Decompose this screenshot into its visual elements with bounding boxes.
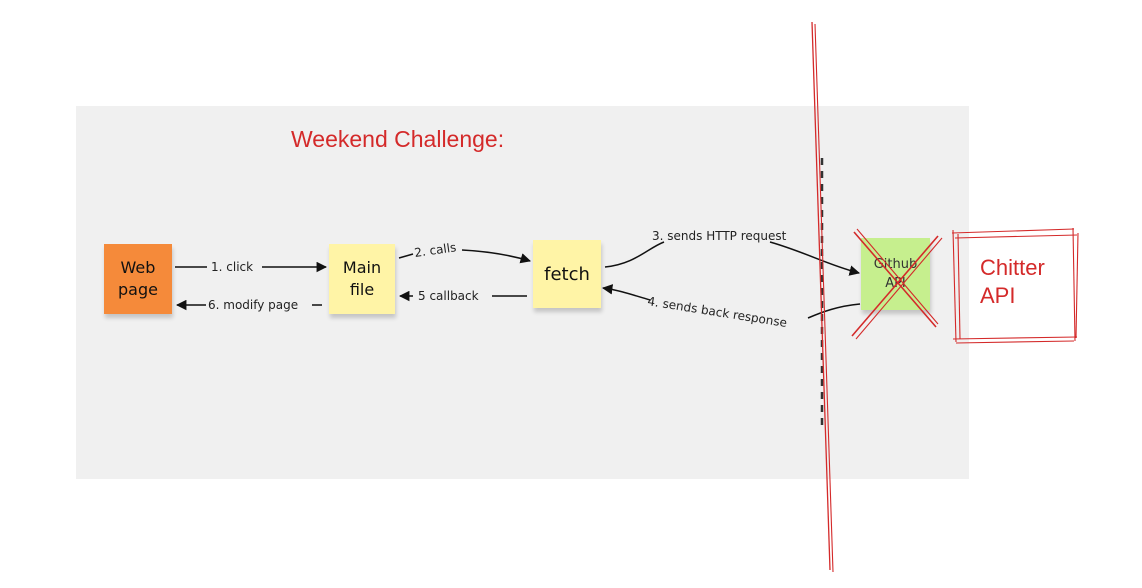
node-main-file-line2: file <box>349 280 375 299</box>
edge-label-click: 1. click <box>211 260 253 274</box>
node-fetch[interactable]: fetch <box>533 240 601 308</box>
edge-label-calls: 2. calls <box>413 240 457 260</box>
edge-calls-line-b <box>461 249 532 264</box>
node-chitter-api-line1: Chitter <box>980 255 1045 280</box>
node-fetch-label: fetch <box>544 263 590 285</box>
edge-label-sends-back: 4. sends back response <box>647 294 788 330</box>
edge-calls-line-a <box>398 253 414 259</box>
red-strike-line-a <box>811 21 831 571</box>
chitter-box-outline <box>951 227 1079 344</box>
node-main-file[interactable]: Main file <box>329 244 395 314</box>
edge-http-line-a <box>604 241 665 268</box>
node-chitter-api: Chitter API <box>980 254 1045 310</box>
edge-label-callback: 5 callback <box>418 289 479 303</box>
node-chitter-api-line2: API <box>980 283 1016 308</box>
edge-http-line-b <box>769 241 861 276</box>
cross-out-icon <box>851 228 943 340</box>
edge-label-modify-page: 6. modify page <box>208 298 298 312</box>
node-web-page[interactable]: Web page <box>104 244 172 314</box>
node-web-page-line1: Web <box>120 258 156 277</box>
edge-response-line-b <box>601 284 651 301</box>
edge-response-line-a <box>807 303 861 319</box>
node-web-page-line2: page <box>118 280 158 299</box>
diagram-title: Weekend Challenge: <box>291 126 505 152</box>
node-main-file-line1: Main <box>342 258 382 277</box>
red-strike-line-b <box>814 23 834 573</box>
edge-label-sends-http: 3. sends HTTP request <box>652 229 787 243</box>
